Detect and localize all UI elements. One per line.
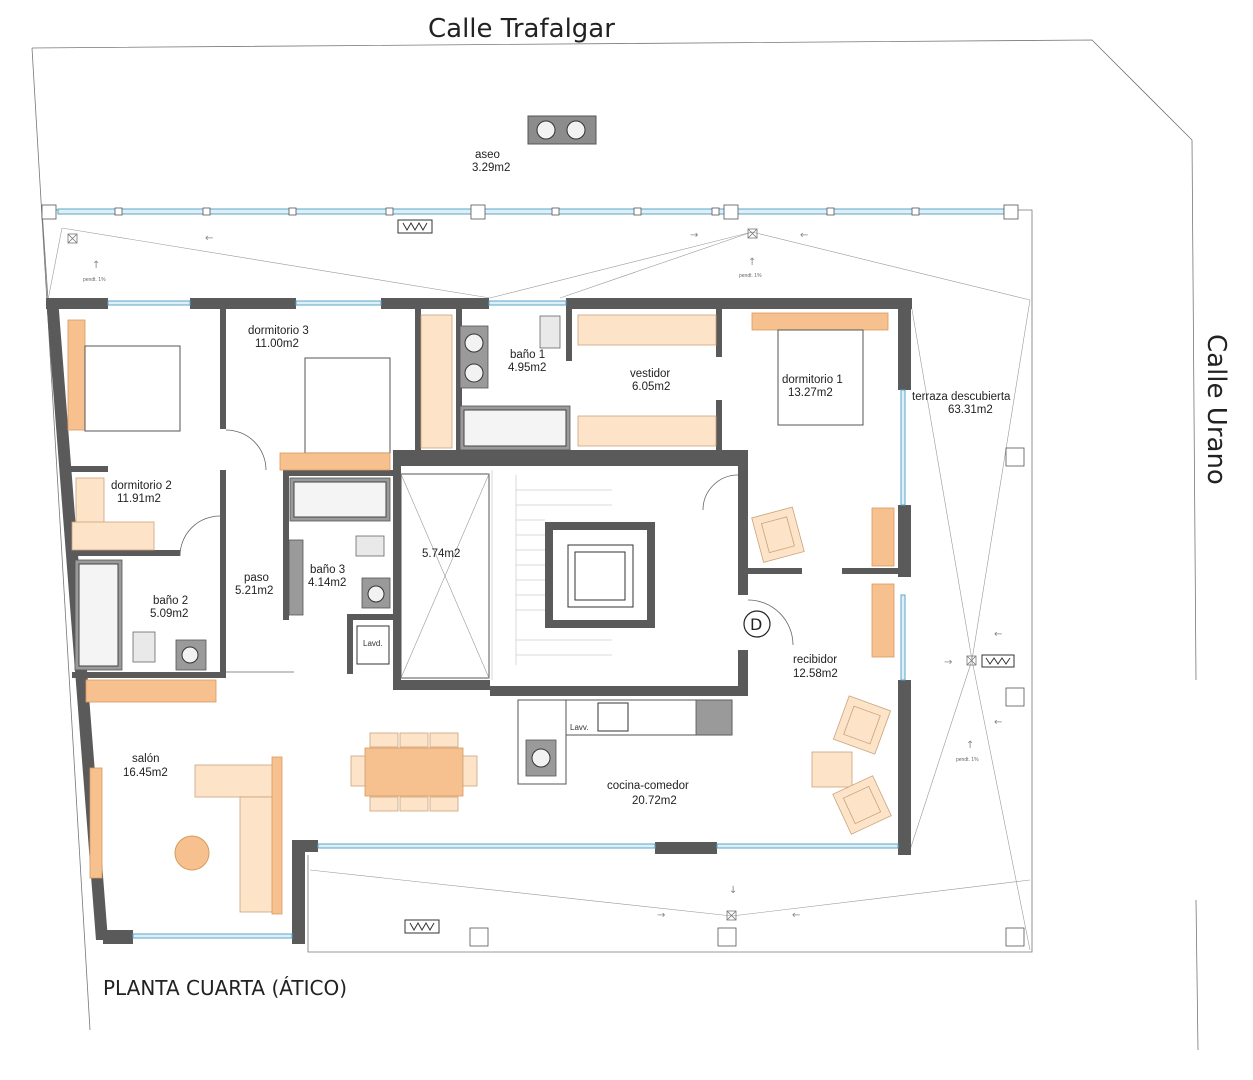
closets bbox=[71, 314, 717, 551]
slope-label: pendt. 1% bbox=[956, 757, 979, 763]
room-labels: aseo 3.29m2 dormitorio 3 11.00m2 baño 1 … bbox=[111, 149, 1011, 807]
svg-text:↑: ↑ bbox=[748, 257, 756, 268]
svg-text:→: → bbox=[657, 910, 665, 921]
room-area-cocina: 20.72m2 bbox=[632, 795, 677, 807]
svg-text:↑: ↑ bbox=[92, 260, 100, 271]
room-area-paso: 5.21m2 bbox=[235, 585, 273, 597]
svg-text:←: ← bbox=[205, 233, 213, 244]
svg-text:←: ← bbox=[800, 230, 808, 241]
stair-core bbox=[400, 470, 655, 680]
rail-posts-north bbox=[41, 204, 1019, 220]
room-name-dormitorio-1: dormitorio 1 bbox=[782, 374, 843, 386]
room-area-dormitorio-3: 11.00m2 bbox=[255, 338, 299, 350]
room-name-salon: salón bbox=[132, 753, 160, 765]
terrace-glass-rail-north bbox=[57, 208, 1005, 215]
beds bbox=[67, 312, 889, 471]
room-name-bano-2: baño 2 bbox=[153, 595, 188, 607]
door-swings bbox=[179, 429, 794, 673]
room-area-bano-1: 4.95m2 bbox=[508, 362, 546, 374]
street-label-east: Calle Urano bbox=[1201, 334, 1231, 485]
svg-text:↓: ↓ bbox=[729, 885, 737, 896]
svg-text:→: → bbox=[944, 657, 952, 668]
room-area-salon: 16.45m2 bbox=[123, 767, 168, 779]
terrace-columns bbox=[469, 447, 1025, 947]
room-area-core: 5.74m2 bbox=[422, 548, 460, 560]
room-name-aseo: aseo bbox=[475, 149, 500, 161]
svg-text:←: ← bbox=[994, 717, 1002, 728]
room-area-dormitorio-1: 13.27m2 bbox=[788, 387, 833, 399]
slope-label: pendt. 1% bbox=[83, 277, 106, 283]
plot-boundary bbox=[31, 39, 1197, 681]
svg-text:↑: ↑ bbox=[966, 740, 974, 751]
street-label-north: Calle Trafalgar bbox=[428, 14, 615, 44]
room-name-vestidor: vestidor bbox=[630, 368, 670, 380]
floor-title: PLANTA CUARTA (ÁTICO) bbox=[103, 976, 347, 1000]
vent-grille-icon bbox=[404, 919, 440, 934]
room-name-paso: paso bbox=[244, 572, 269, 584]
vent-grille-icon bbox=[397, 219, 433, 234]
terrace-slope-guides bbox=[47, 227, 1031, 951]
svg-text:→: → bbox=[690, 230, 698, 241]
furniture bbox=[85, 506, 895, 915]
svg-text:←: ← bbox=[994, 629, 1002, 640]
room-name-cocina: cocina-comedor bbox=[607, 780, 689, 792]
room-name-terraza: terraza descubierta bbox=[912, 391, 1011, 403]
interior-walls bbox=[68, 309, 898, 696]
room-area-dormitorio-2: 11.91m2 bbox=[117, 493, 161, 505]
room-area-aseo: 3.29m2 bbox=[472, 162, 510, 174]
aseo-washbasins bbox=[527, 115, 597, 145]
slope-label: pendt. 1% bbox=[739, 273, 762, 279]
dishwasher-label: Lavv. bbox=[570, 723, 589, 732]
bathroom-fixtures bbox=[74, 315, 571, 671]
plot-boundary-east-lower bbox=[1195, 899, 1199, 1051]
svg-text:D: D bbox=[750, 615, 762, 634]
entrance-door-icon: D bbox=[743, 610, 771, 638]
vent-grille-icon bbox=[981, 654, 1015, 668]
room-area-bano-3: 4.14m2 bbox=[308, 577, 346, 589]
room-area-recibidor: 12.58m2 bbox=[793, 668, 838, 680]
svg-text:←: ← bbox=[792, 910, 800, 921]
room-name-dormitorio-3: dormitorio 3 bbox=[248, 325, 309, 337]
room-name-bano-1: baño 1 bbox=[510, 349, 545, 361]
window-glazing bbox=[107, 300, 906, 939]
drain-icon bbox=[67, 228, 977, 921]
slope-arrow-icon: ← → ← ↑ ↑ ← → ← ↑ ↓ → ← bbox=[92, 230, 1002, 921]
room-name-bano-3: baño 3 bbox=[310, 564, 345, 576]
room-area-vestidor: 6.05m2 bbox=[632, 381, 670, 393]
kitchen-fixtures bbox=[517, 699, 733, 785]
washer-label: Lavd. bbox=[363, 639, 383, 648]
room-area-terraza: 63.31m2 bbox=[948, 404, 993, 416]
room-name-dormitorio-2: dormitorio 2 bbox=[111, 480, 172, 492]
room-name-recibidor: recibidor bbox=[793, 654, 837, 666]
terrace-edge-north bbox=[41, 209, 49, 301]
room-area-bano-2: 5.09m2 bbox=[150, 608, 188, 620]
